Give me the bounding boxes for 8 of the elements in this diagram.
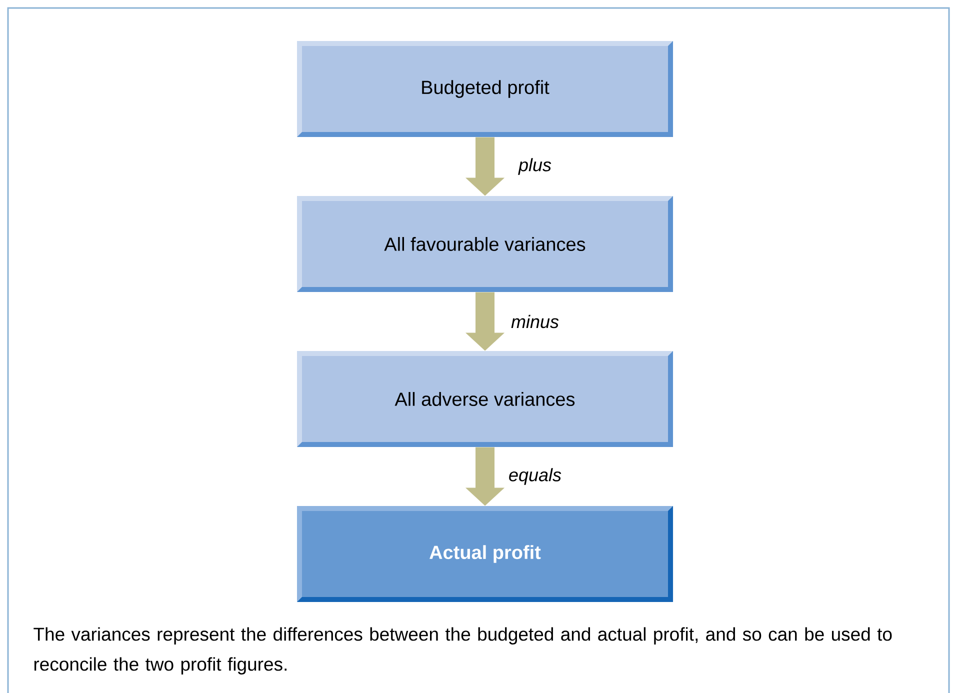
process-box: All adverse variances (297, 351, 674, 447)
process-box: All favourable variances (297, 196, 674, 292)
edge-label: minus (511, 314, 559, 328)
caption: The variances represent the differences between the budgeted and actual profit, and so can be used to reconcile the two profit figures. (34, 627, 892, 674)
edge-label: plus (518, 158, 552, 175)
process-box: Actual profit (297, 506, 674, 602)
edge-label: equals (509, 468, 562, 485)
process-box: Budgeted profit (297, 41, 674, 137)
